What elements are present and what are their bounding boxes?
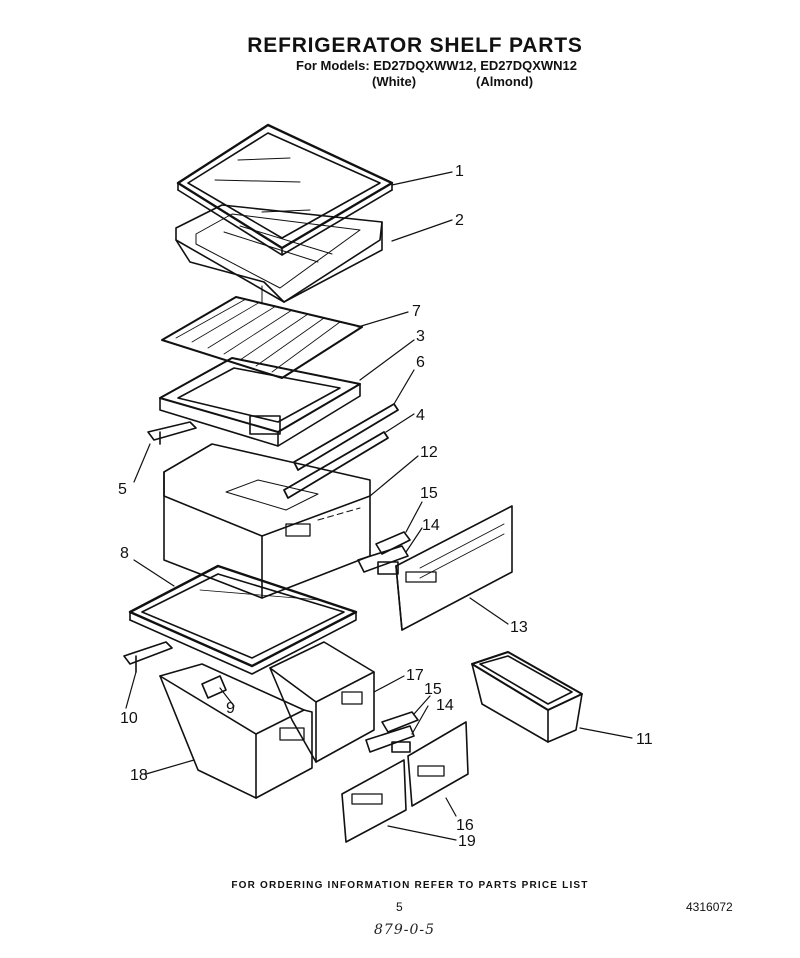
callout-5: 5 bbox=[118, 481, 127, 498]
callout-15-lower: 15 bbox=[424, 681, 442, 698]
variant-almond: (Almond) bbox=[476, 74, 534, 89]
callout-16: 16 bbox=[456, 817, 474, 834]
callout-8: 8 bbox=[120, 545, 129, 562]
part-11-bin bbox=[471, 651, 583, 743]
callout-12: 12 bbox=[420, 444, 438, 461]
callout-numbers: 1 2 7 3 6 4 5 12 15 14 8 13 17 15 14 10 … bbox=[118, 163, 653, 850]
part-2-pan bbox=[175, 204, 383, 305]
part-14-slide-lower bbox=[365, 725, 415, 753]
part-15-slide-upper bbox=[375, 531, 411, 555]
variant-white: (White) bbox=[372, 74, 417, 89]
callout-14-lower: 14 bbox=[436, 697, 454, 714]
callout-19: 19 bbox=[458, 833, 476, 850]
callout-6: 6 bbox=[416, 354, 425, 371]
model-numbers: For Models: ED27DQXWW12, ED27DQXWN12 bbox=[296, 58, 577, 73]
callout-7: 7 bbox=[412, 303, 421, 320]
callout-13: 13 bbox=[510, 619, 528, 636]
callout-4: 4 bbox=[416, 407, 425, 424]
part-10-rail bbox=[123, 641, 173, 673]
callout-11: 11 bbox=[636, 731, 653, 748]
page-number: 5 bbox=[396, 900, 403, 914]
part-7-wire-shelf bbox=[161, 296, 363, 379]
callout-14-upper: 14 bbox=[422, 517, 440, 534]
callout-10: 10 bbox=[120, 710, 138, 727]
part-5-rail bbox=[147, 421, 197, 445]
callout-3: 3 bbox=[416, 328, 425, 345]
page-title: REFRIGERATOR SHELF PARTS bbox=[247, 34, 583, 57]
leader-lines bbox=[125, 171, 633, 841]
part-4-rail bbox=[283, 431, 389, 499]
part-18-drawer bbox=[159, 663, 313, 799]
callout-9: 9 bbox=[226, 700, 235, 717]
ordering-note: FOR ORDERING INFORMATION REFER TO PARTS … bbox=[231, 880, 589, 891]
document-number: 4316072 bbox=[686, 900, 733, 914]
part-3-frame bbox=[159, 357, 361, 447]
part-6-rail bbox=[293, 403, 399, 471]
part-19-cover bbox=[341, 759, 407, 843]
part-8-glass-shelf bbox=[128, 564, 358, 675]
callout-15-upper: 15 bbox=[420, 485, 438, 502]
callout-18: 18 bbox=[130, 767, 148, 784]
part-1-glass-shelf bbox=[176, 123, 394, 256]
part-14-slide-upper bbox=[357, 545, 409, 575]
part-13-cover bbox=[395, 505, 513, 631]
part-15-slide-lower bbox=[381, 711, 419, 733]
part-17-drawer bbox=[269, 641, 375, 763]
callout-17: 17 bbox=[406, 667, 424, 684]
callout-2: 2 bbox=[455, 212, 464, 229]
part-9-rail bbox=[201, 675, 227, 699]
callout-1: 1 bbox=[455, 163, 464, 180]
part-16-cover bbox=[407, 721, 469, 807]
handwritten-code: 879-0-5 bbox=[374, 922, 435, 938]
